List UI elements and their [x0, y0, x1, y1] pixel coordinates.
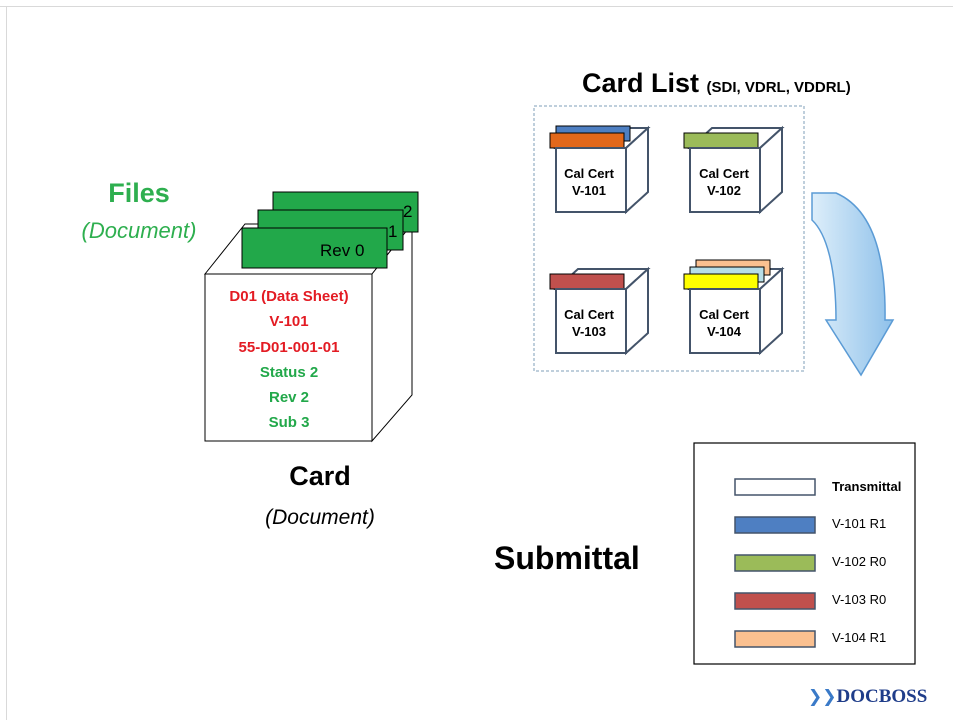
slide-left-border: [6, 6, 7, 720]
card-list-card-1: [549, 125, 651, 215]
card-list-title-main: Card List: [582, 68, 700, 98]
card-list-card-tab: [683, 273, 759, 290]
legend-label-v104: V-104 R1: [832, 630, 887, 645]
legend-label-v103: V-103 R0: [832, 592, 887, 607]
card-list-card-tab: [683, 132, 759, 149]
card-line-5: Rev 2: [268, 389, 310, 406]
files-subtitle: (Document): [81, 218, 197, 243]
card-line-4: Status 2: [259, 364, 319, 381]
legend-swatch-2: [734, 516, 816, 534]
legend-label-v102: V-102 R0: [832, 554, 887, 569]
card-list-card-tab: [549, 273, 625, 290]
card-list-card-front: [689, 288, 761, 354]
card-line-6: Sub 3: [268, 414, 310, 431]
file-tab-0-label: Rev 0: [320, 241, 364, 260]
docboss-logo-mark: ❯❯: [808, 687, 837, 707]
card-line-2: V-101: [269, 313, 309, 330]
card-list-card-tab: [549, 132, 625, 149]
card-list-cards: [549, 125, 785, 356]
file-tab-0: Rev 0: [241, 227, 388, 269]
files-title: Files: [108, 178, 170, 208]
card-list-card-1-label: Cal Cert V-101: [564, 166, 614, 198]
card-list-card-front: [689, 147, 761, 213]
card-line-3: 55-D01-001-01: [238, 339, 340, 356]
card-list-title: Card List (SDI, VDRL, VDDRL): [582, 68, 851, 99]
card-list-card-4: [683, 259, 785, 356]
card-title: Card: [289, 461, 351, 491]
card-list-card-front: [555, 288, 627, 354]
submittal-title: Submittal: [494, 540, 640, 576]
card-list-card-3: [549, 266, 651, 356]
card-list-card-front: [555, 147, 627, 213]
legend-label-transmittal: Transmittal: [832, 479, 902, 494]
submittal-legend: [734, 478, 816, 648]
slide-top-border: [0, 6, 953, 7]
card-list-card-2: [683, 125, 785, 215]
docboss-logo: ❯❯DOCBOSS: [808, 686, 927, 708]
legend-label-v101: V-101 R1: [832, 516, 887, 531]
card-list-card-4-label: Cal Cert V-104: [699, 307, 749, 339]
legend-swatch-3: [734, 554, 816, 572]
file-tab-2-label: 2: [403, 202, 412, 221]
flow-arrow: [811, 192, 895, 377]
legend-swatch-1: [734, 478, 816, 496]
card-list-card-3-label: Cal Cert V-103: [564, 307, 614, 339]
card-list-frame: [533, 105, 805, 372]
card-cube-front: [204, 273, 373, 442]
legend-swatch-5: [734, 630, 816, 648]
legend-swatch-4: [734, 592, 816, 610]
card-line-1: D01 (Data Sheet): [229, 288, 349, 305]
card-subtitle: (Document): [265, 506, 375, 529]
card-list-title-sub: (SDI, VDRL, VDDRL): [706, 79, 851, 96]
card-list-card-2-label: Cal Cert V-102: [699, 166, 749, 198]
docboss-logo-text: DOCBOSS: [836, 686, 928, 707]
file-tab-1-label: 1: [388, 222, 397, 241]
